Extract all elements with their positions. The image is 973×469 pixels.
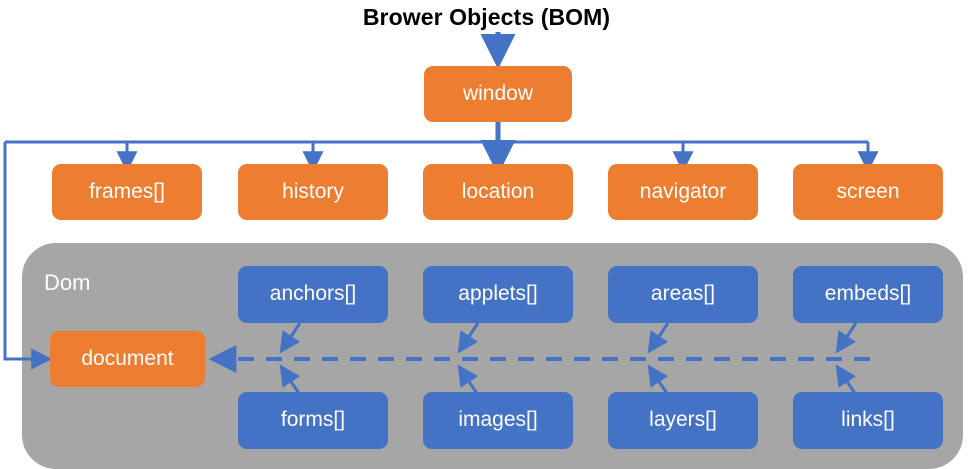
node-history[interactable]: history xyxy=(238,164,388,220)
node-layers[interactable]: layers[] xyxy=(608,392,758,449)
node-window[interactable]: window xyxy=(424,66,572,122)
node-screen[interactable]: screen xyxy=(793,164,943,220)
node-document[interactable]: document xyxy=(50,331,205,387)
node-links[interactable]: links[] xyxy=(793,392,943,449)
node-images[interactable]: images[] xyxy=(423,392,573,449)
node-forms[interactable]: forms[] xyxy=(238,392,388,449)
node-applets[interactable]: applets[] xyxy=(423,266,573,323)
node-navigator[interactable]: navigator xyxy=(608,164,758,220)
node-anchors[interactable]: anchors[] xyxy=(238,266,388,323)
dom-panel-label: Dom xyxy=(44,270,91,295)
node-areas[interactable]: areas[] xyxy=(608,266,758,323)
node-frames[interactable]: frames[] xyxy=(52,164,202,220)
node-location[interactable]: location xyxy=(423,164,573,220)
node-embeds[interactable]: embeds[] xyxy=(793,266,943,323)
diagram-title: Brower Objects (BOM) xyxy=(362,4,611,30)
